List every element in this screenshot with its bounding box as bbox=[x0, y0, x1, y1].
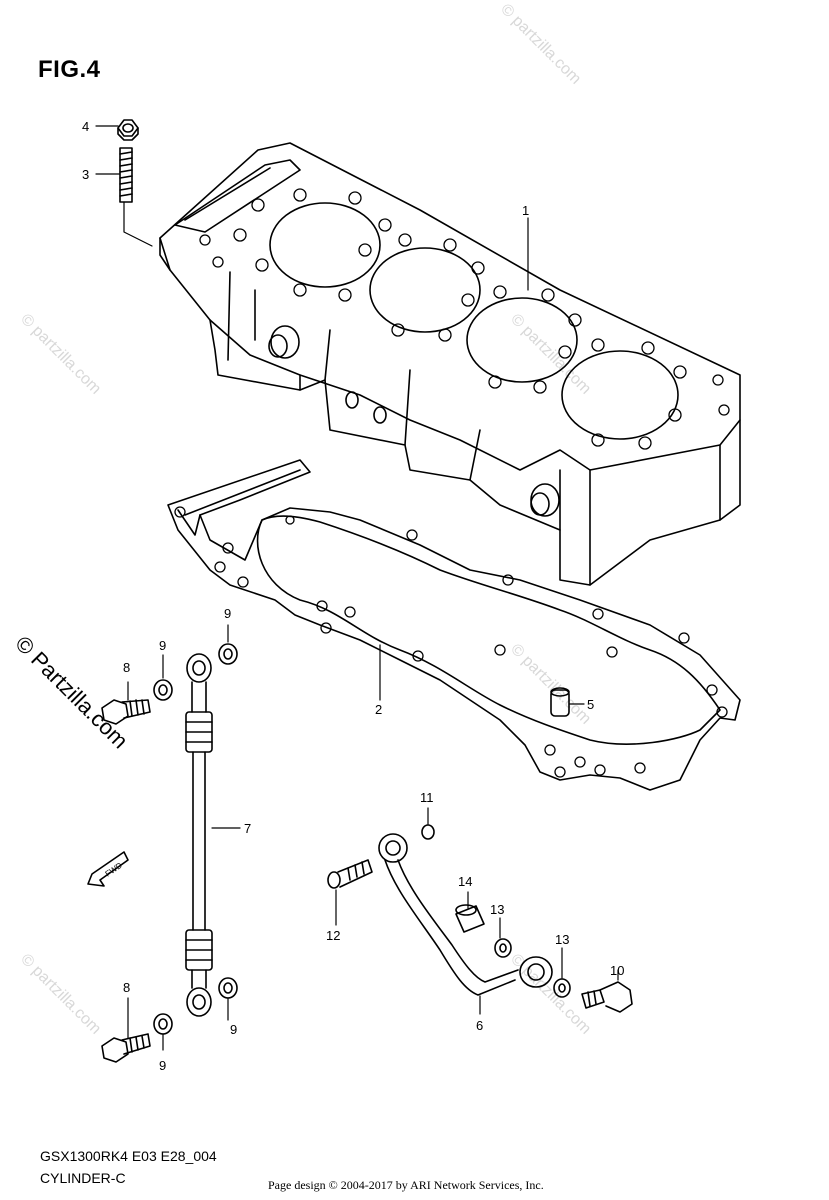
callout-numbers: 1 2 3 4 5 6 7 8 8 9 9 9 9 10 11 12 13 13… bbox=[82, 119, 624, 1073]
callout-8: 8 bbox=[123, 660, 130, 675]
callout-5: 5 bbox=[587, 697, 594, 712]
union-bolt-part-10 bbox=[581, 981, 633, 1013]
sleeve-part-14 bbox=[455, 904, 485, 933]
callout-13: 13 bbox=[555, 932, 569, 947]
washer-part-9 bbox=[153, 643, 238, 1035]
callout-7: 7 bbox=[244, 821, 251, 836]
callout-9: 9 bbox=[159, 638, 166, 653]
callout-8: 8 bbox=[123, 980, 130, 995]
watermark-large: © Partzilla.com bbox=[10, 631, 133, 754]
watermark-faint: © partzilla.com bbox=[17, 951, 104, 1038]
callout-14: 14 bbox=[458, 874, 472, 889]
callout-9: 9 bbox=[224, 606, 231, 621]
callout-12: 12 bbox=[326, 928, 340, 943]
cylinder-gasket bbox=[167, 459, 741, 791]
washer-part-11 bbox=[421, 824, 435, 840]
page-credit: Page design © 2004-2017 by ARI Network S… bbox=[268, 1178, 544, 1192]
oil-hose-part-7 bbox=[185, 653, 213, 1017]
callout-11: 11 bbox=[420, 790, 434, 805]
nut-part-4 bbox=[117, 119, 139, 141]
callout-9: 9 bbox=[230, 1022, 237, 1037]
callout-2: 2 bbox=[375, 702, 382, 717]
bolt-part-12 bbox=[327, 859, 373, 889]
figure-title: FIG.4 bbox=[38, 56, 101, 83]
watermark-faint: © partzilla.com bbox=[497, 1, 584, 88]
stud-part-3 bbox=[119, 147, 133, 203]
callout-4: 4 bbox=[82, 119, 89, 134]
union-bolt-part-8 bbox=[101, 699, 151, 725]
union-bolt-part-8 bbox=[101, 1033, 151, 1063]
callout-6: 6 bbox=[476, 1018, 483, 1033]
washer-part-13 bbox=[494, 938, 571, 998]
leader-lines bbox=[95, 125, 619, 1051]
callout-10: 10 bbox=[610, 963, 624, 978]
callout-13: 13 bbox=[490, 902, 504, 917]
cylinder-block bbox=[159, 142, 741, 586]
watermark-faint: © partzilla.com bbox=[17, 311, 104, 398]
callout-3: 3 bbox=[82, 167, 89, 182]
callout-1: 1 bbox=[522, 203, 529, 218]
watermark-faint: © partzilla.com bbox=[507, 311, 594, 398]
section-name: CYLINDER-C bbox=[40, 1170, 126, 1186]
forward-arrow-icon bbox=[87, 851, 129, 887]
model-code: GSX1300RK4 E03 E28_004 bbox=[40, 1148, 217, 1164]
callout-9: 9 bbox=[159, 1058, 166, 1073]
dowel-pin-part-5 bbox=[550, 687, 570, 717]
oil-pipe-part-6 bbox=[378, 833, 553, 996]
watermark-faint: © partzilla.com bbox=[507, 951, 594, 1038]
